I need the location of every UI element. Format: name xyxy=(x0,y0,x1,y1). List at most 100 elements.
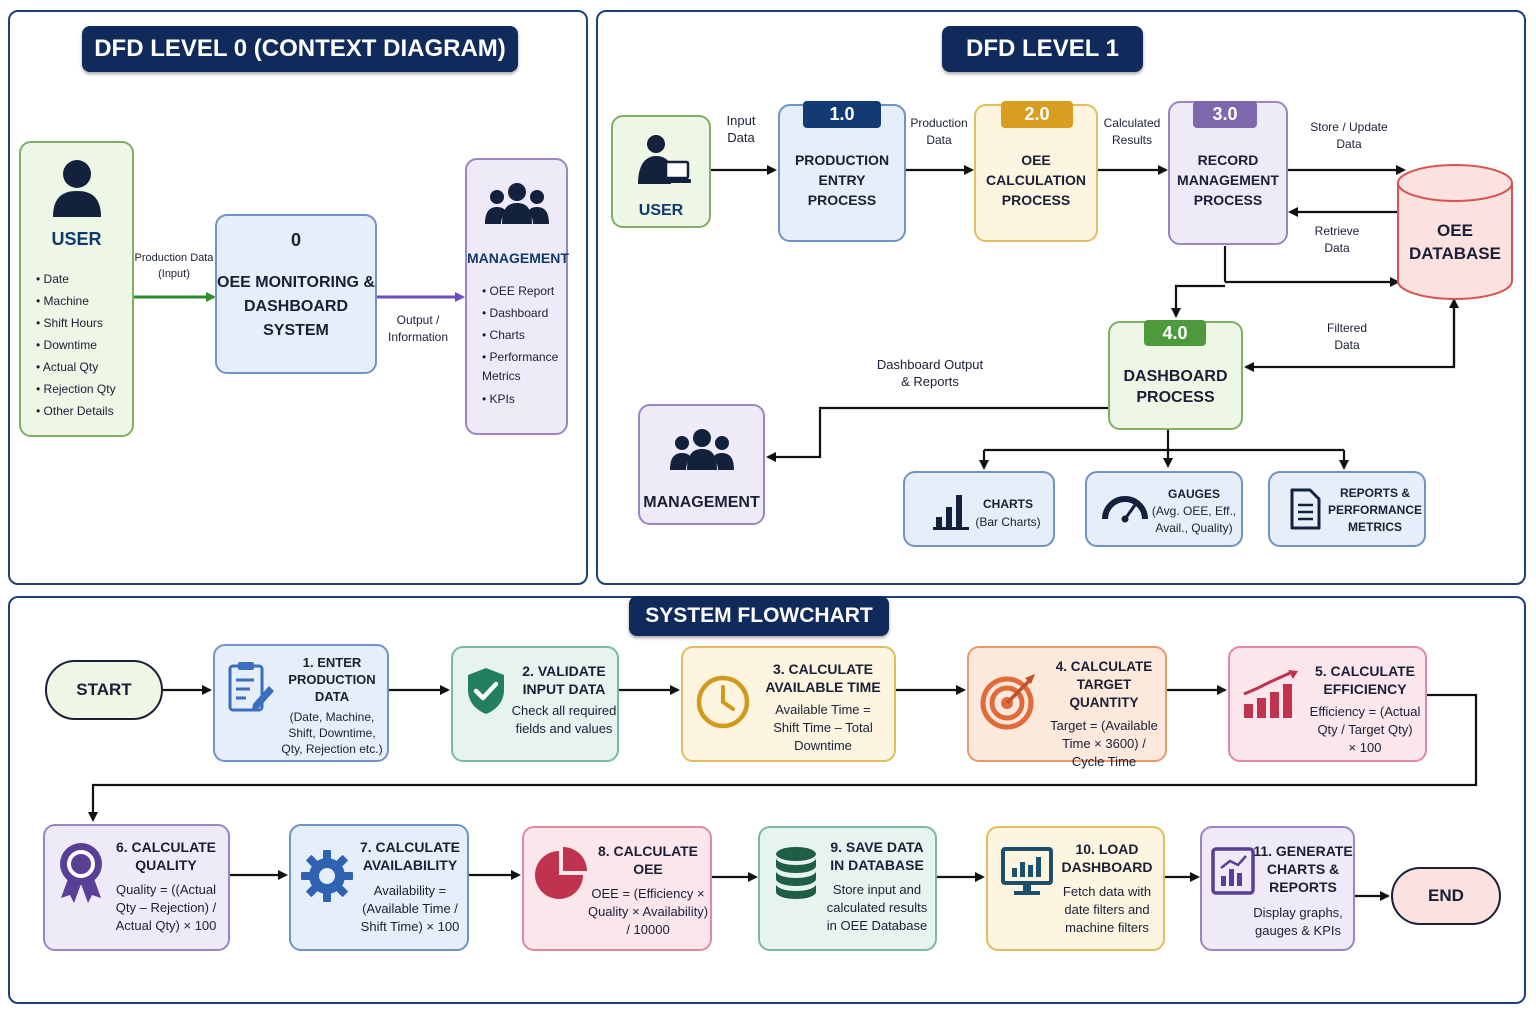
clipboard-icon xyxy=(228,662,274,712)
clock-icon xyxy=(696,675,750,729)
gear-icon xyxy=(301,850,353,902)
step-8-text: 8. CALCULATE OEE OEE = (Efficiency × Qua… xyxy=(584,842,712,939)
growth-chart-icon xyxy=(1243,670,1298,718)
l1-user-entity: USER xyxy=(611,115,711,228)
level1-title: DFD LEVEL 1 xyxy=(942,26,1143,72)
step-6-title: 6. CALCULATE QUALITY xyxy=(115,839,217,873)
charts-output: CHARTS (Bar Charts) xyxy=(903,471,1055,547)
gauges-output: GAUGES (Avg. OEE, Eff., Avail., Quality) xyxy=(1085,471,1243,547)
user-item: Shift Hours xyxy=(36,312,134,334)
step-5-calculate-efficiency: 5. CALCULATE EFFICIENCY Efficiency = (Ac… xyxy=(1228,646,1427,762)
management-entity: MANAGEMENT OEE Report Dashboard Charts P… xyxy=(465,158,569,435)
process-1-badge: 1.0 xyxy=(803,101,881,128)
l1-management-label: MANAGEMENT xyxy=(643,494,760,511)
process-2-name: OEE CALCULATION PROCESS xyxy=(985,152,1087,208)
database-icon xyxy=(776,847,816,899)
step-9-save-data: 9. SAVE DATA IN DATABASE Store input and… xyxy=(758,826,937,951)
report-chart-icon xyxy=(1211,847,1255,895)
step-10-text: 10. LOAD DASHBOARD Fetch data with date … xyxy=(1050,840,1164,937)
step-3-title: 3. CALCULATE AVAILABLE TIME xyxy=(765,661,881,695)
step-9-desc: Store input and calculated results in OE… xyxy=(826,882,928,933)
process-2-badge: 2.0 xyxy=(1001,101,1073,128)
step-9-title: 9. SAVE DATA IN DATABASE xyxy=(830,839,924,873)
management-item: Performance Metrics xyxy=(482,346,568,388)
end-terminal: END xyxy=(1391,867,1501,925)
input-flow-label: Production Data (Input) xyxy=(134,252,214,280)
store-update-label: Store / Update Data xyxy=(1310,120,1388,151)
management-item: KPIs xyxy=(482,388,568,410)
management-item: Charts xyxy=(482,324,568,346)
step-5-text: 5. CALCULATE EFFICIENCY Efficiency = (Ac… xyxy=(1304,662,1426,757)
reports-title: REPORTS & PERFORMANCE METRICS xyxy=(1327,486,1422,534)
start-terminal: START xyxy=(45,660,163,720)
input-data-label: Input Data xyxy=(726,113,756,145)
gauges-sub: (Avg. OEE, Eff., Avail., Quality) xyxy=(1151,504,1237,535)
step-6-text: 6. CALCULATE QUALITY Quality = ((Actual … xyxy=(101,838,231,935)
bar-chart-icon xyxy=(933,495,969,530)
step-11-desc: Display graphs, gauges & KPIs xyxy=(1253,905,1343,938)
step-11-title: 11. GENERATE CHARTS & REPORTS xyxy=(1253,843,1353,895)
user-item: Rejection Qty xyxy=(36,378,134,400)
system-name: OEE MONITORING & DASHBOARD SYSTEM xyxy=(217,274,375,339)
step-1-title: 1. ENTER PRODUCTION DATA xyxy=(288,655,376,704)
retrieve-data-label: Retrieve Data xyxy=(1314,224,1360,255)
l1-management-entity: MANAGEMENT xyxy=(638,404,765,525)
process-3-badge: 3.0 xyxy=(1193,101,1257,128)
step-5-title: 5. CALCULATE EFFICIENCY xyxy=(1314,663,1416,697)
step-11-generate-reports: 11. GENERATE CHARTS & REPORTS Display gr… xyxy=(1200,826,1355,951)
system-id: 0 xyxy=(290,230,301,250)
step-2-desc: Check all required fields and values xyxy=(511,703,617,736)
step-3-calculate-available-time: 3. CALCULATE AVAILABLE TIME Available Ti… xyxy=(681,646,896,762)
step-7-desc: Availability = (Available Time / Shift T… xyxy=(360,883,460,934)
user-item: Machine xyxy=(36,290,134,312)
step-4-desc: Target = (Available Time × 3600) / Cycle… xyxy=(1050,718,1158,769)
filtered-data-label: Filtered Data xyxy=(1326,321,1367,352)
step-7-title: 7. CALCULATE AVAILABILITY xyxy=(359,839,461,873)
step-3-desc: Available Time = Shift Time – Total Down… xyxy=(773,702,873,753)
document-icon xyxy=(1290,488,1321,530)
step-2-text: 2. VALIDATE INPUT DATA Check all require… xyxy=(509,662,619,738)
charts-title: CHARTS xyxy=(983,497,1033,511)
charts-sub: (Bar Charts) xyxy=(975,515,1041,529)
production-data-label: Production Data xyxy=(910,116,968,147)
database-label: OEE DATABASE xyxy=(1409,221,1501,263)
process-1-name: PRODUCTION ENTRY PROCESS xyxy=(794,152,890,208)
shield-check-icon xyxy=(468,668,504,714)
user-label: USER xyxy=(51,229,102,249)
l1-user-label: USER xyxy=(638,202,684,219)
process-4-name: DASHBOARD PROCESS xyxy=(1123,368,1228,406)
step-9-text: 9. SAVE DATA IN DATABASE Store input and… xyxy=(818,838,936,935)
gauge-icon xyxy=(1102,496,1148,523)
reports-output: REPORTS & PERFORMANCE METRICS xyxy=(1268,471,1426,547)
user-laptop-icon xyxy=(638,135,691,184)
oee-database-cylinder xyxy=(1397,164,1513,300)
charts-text: CHARTS (Bar Charts) xyxy=(971,495,1045,531)
step-10-title: 10. LOAD DASHBOARD xyxy=(1061,841,1153,875)
calculated-results-label: Calculated Results xyxy=(1103,116,1161,147)
step-4-title: 4. CALCULATE TARGET QUANTITY xyxy=(1055,659,1153,710)
management-output-list: OEE Report Dashboard Charts Performance … xyxy=(482,280,568,410)
user-item: Downtime xyxy=(36,334,134,356)
step-3-text: 3. CALCULATE AVAILABLE TIME Available Ti… xyxy=(753,660,893,755)
process-4-badge: 4.0 xyxy=(1144,320,1206,346)
oee-system-process: 0 OEE MONITORING & DASHBOARD SYSTEM xyxy=(215,214,377,374)
user-icon xyxy=(53,160,101,217)
gauges-title: GAUGES xyxy=(1167,487,1220,501)
output-flow-label: Output / Information xyxy=(387,313,449,344)
step-8-desc: OEE = (Efficiency × Quality × Availabili… xyxy=(587,886,709,937)
management-item: OEE Report xyxy=(482,280,568,302)
step-4-calculate-target-quantity: 4. CALCULATE TARGET QUANTITY Target = (A… xyxy=(967,646,1167,769)
step-11-desc-wrap: Display graphs, gauges & KPIs xyxy=(1242,904,1354,940)
user-item: Other Details xyxy=(36,400,134,422)
user-item: Actual Qty xyxy=(36,356,134,378)
level0-title: DFD LEVEL 0 (CONTEXT DIAGRAM) xyxy=(82,26,518,72)
step-10-load-dashboard: 10. LOAD DASHBOARD Fetch data with date … xyxy=(986,826,1165,951)
step-2-validate-input: 2. VALIDATE INPUT DATA Check all require… xyxy=(451,646,619,762)
step-5-desc: Efficiency = (Actual Qty / Target Qty) ×… xyxy=(1309,704,1421,755)
management-item: Dashboard xyxy=(482,302,568,324)
award-ribbon-icon xyxy=(60,843,102,903)
team-icon xyxy=(670,429,734,470)
step-8-calculate-oee: 8. CALCULATE OEE OEE = (Efficiency × Qua… xyxy=(522,826,712,951)
step-8-title: 8. CALCULATE OEE xyxy=(597,843,699,877)
